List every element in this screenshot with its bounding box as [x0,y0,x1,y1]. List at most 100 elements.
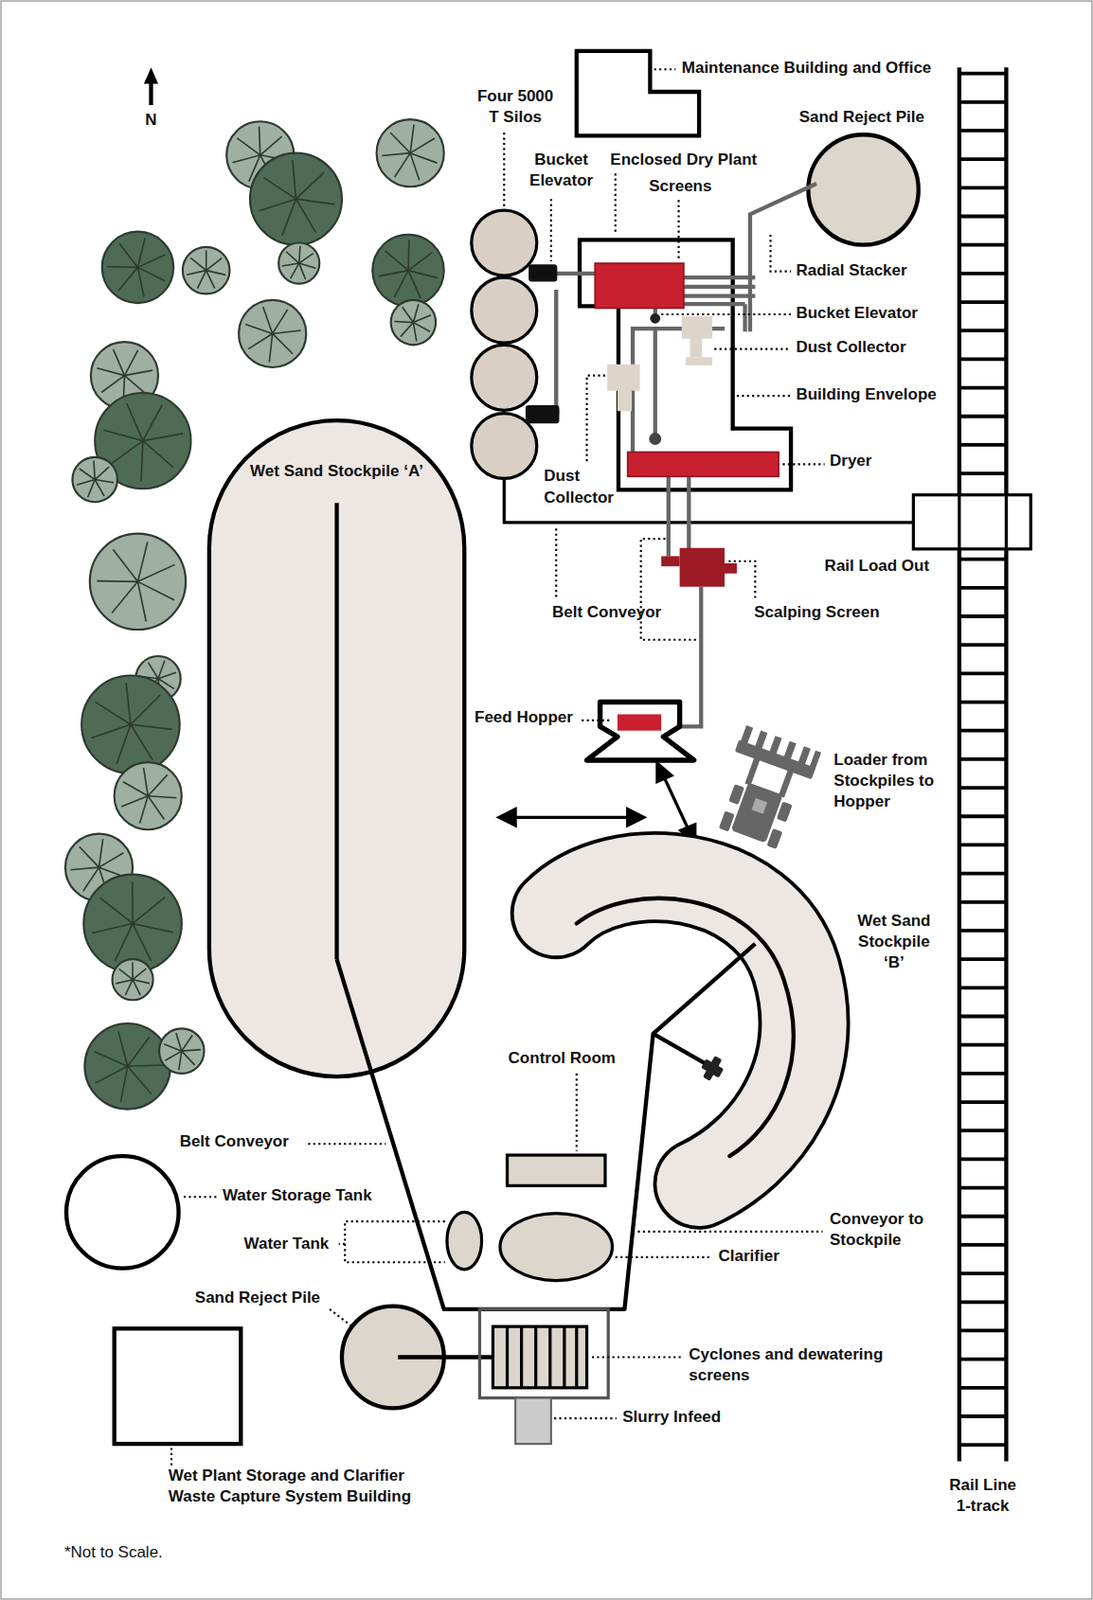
tree [159,1028,204,1074]
node-text: Wet Sand Stockpile ‘A’ [209,461,465,483]
callout-label: N [144,109,157,131]
callout-label: Radial Stacker [795,260,907,282]
rail-tie [959,215,1007,219]
rail-tie [959,586,1007,591]
callout-label: Loader from Stockpiles to Hopper [833,750,946,813]
tree [84,1023,171,1111]
rail-tie [959,443,1007,448]
wet-plant-building [114,1328,242,1445]
rail-tie [959,700,1007,705]
stockpile-b [555,877,805,1184]
rail-tie [959,900,1007,905]
callout-label: Dust Collector [543,465,625,508]
rail-tie [959,71,1007,76]
tree [182,247,231,295]
tree [278,243,320,285]
rail-tie [959,328,1007,333]
callout-label: Belt Conveyor [552,602,662,624]
rail-tie [959,1243,1007,1248]
rail-line [959,67,1007,1462]
tree [112,959,154,1001]
feed-hopper [587,702,695,761]
water-storage-tank [66,1156,180,1270]
bucket-elevator [525,405,560,424]
callout-label: Feed Hopper [474,707,574,729]
silos [471,210,538,479]
rail-tie [959,128,1007,133]
stockpile-outline [209,420,465,1077]
callout-label: Screens [648,176,712,198]
rail-tie [959,1158,1007,1163]
callout-label: Conveyor to Stockpile [829,1209,942,1252]
rail-tie [959,1043,1007,1048]
sand-reject-pile [807,134,918,245]
tree [81,676,180,774]
callout-label: Scalping Screen [753,602,879,624]
callout-label: Rail Line 1-track [942,1475,1023,1518]
hopper-feeder [617,714,662,731]
leader-lines [171,69,825,1469]
callout-label: Sand Reject Pile [799,107,925,128]
callout-label: Enclosed Dry Plant [609,149,757,171]
rail-tie [959,1386,1007,1391]
rail-tie [959,100,1007,105]
rail-tie [959,557,1007,562]
rail-tie [959,1329,1007,1334]
callout-label: *Not to Scale. [64,1542,163,1564]
callout-label: Dryer [829,450,872,472]
tree [102,232,174,304]
rail-tie [959,185,1007,190]
stacker-spine [334,502,339,960]
callout-label: Dust Collector [795,337,906,359]
tree [238,300,306,368]
tree [114,762,182,830]
callout-label: Water Tank [244,1234,330,1255]
control-room [507,1155,606,1186]
tree [391,300,436,345]
rail-tie [959,1215,1007,1219]
maintenance-building [576,51,699,136]
loader-icon [708,724,822,853]
callout-label: Maintenance Building and Office [681,57,932,79]
tree [376,119,445,187]
bucket-elevator [528,264,557,282]
clarifier [500,1214,613,1282]
rail-tie [959,671,1007,676]
rail-tie [959,386,1007,391]
callout-label: Rail Load Out [824,555,931,577]
rail-tie [959,786,1007,790]
rail-tie [959,957,1007,962]
callout-label: Control Room [508,1048,616,1070]
rail-tie [959,300,1007,305]
tree [250,153,342,246]
cyclones [492,1326,587,1389]
callout-label: Clarifier [718,1246,780,1268]
rail-tie [959,271,1007,276]
rail-tie [959,929,1007,933]
callout-label: Bucket Elevator [795,303,918,324]
callout-label: Belt Conveyor [179,1131,289,1153]
rail-tie [959,471,1007,476]
rail-tie [959,614,1007,619]
dust-collector [607,316,713,412]
stockpile-node: Wet Sand Stockpile ‘A’ [209,420,465,1077]
callout-label: Wet Plant Storage and Clarifier Waste Ca… [168,1466,439,1508]
water-tank [447,1212,483,1270]
callout-label: Slurry Infeed [622,1407,721,1429]
rail-tie [959,843,1007,848]
scalping-screen [680,548,725,588]
rail-tie [959,729,1007,734]
rail-tie [959,1300,1007,1305]
rail-tie [959,814,1007,819]
rail-tie [959,1272,1007,1276]
tree [83,875,181,973]
dewatering-screens [507,1326,577,1389]
tree [72,457,118,502]
rail-tie [959,1128,1007,1133]
callout-label: Cyclones and dewatering screens [688,1344,897,1387]
rail-tie [959,757,1007,762]
rail-tie [959,1015,1007,1020]
rail-tie [959,1358,1007,1362]
